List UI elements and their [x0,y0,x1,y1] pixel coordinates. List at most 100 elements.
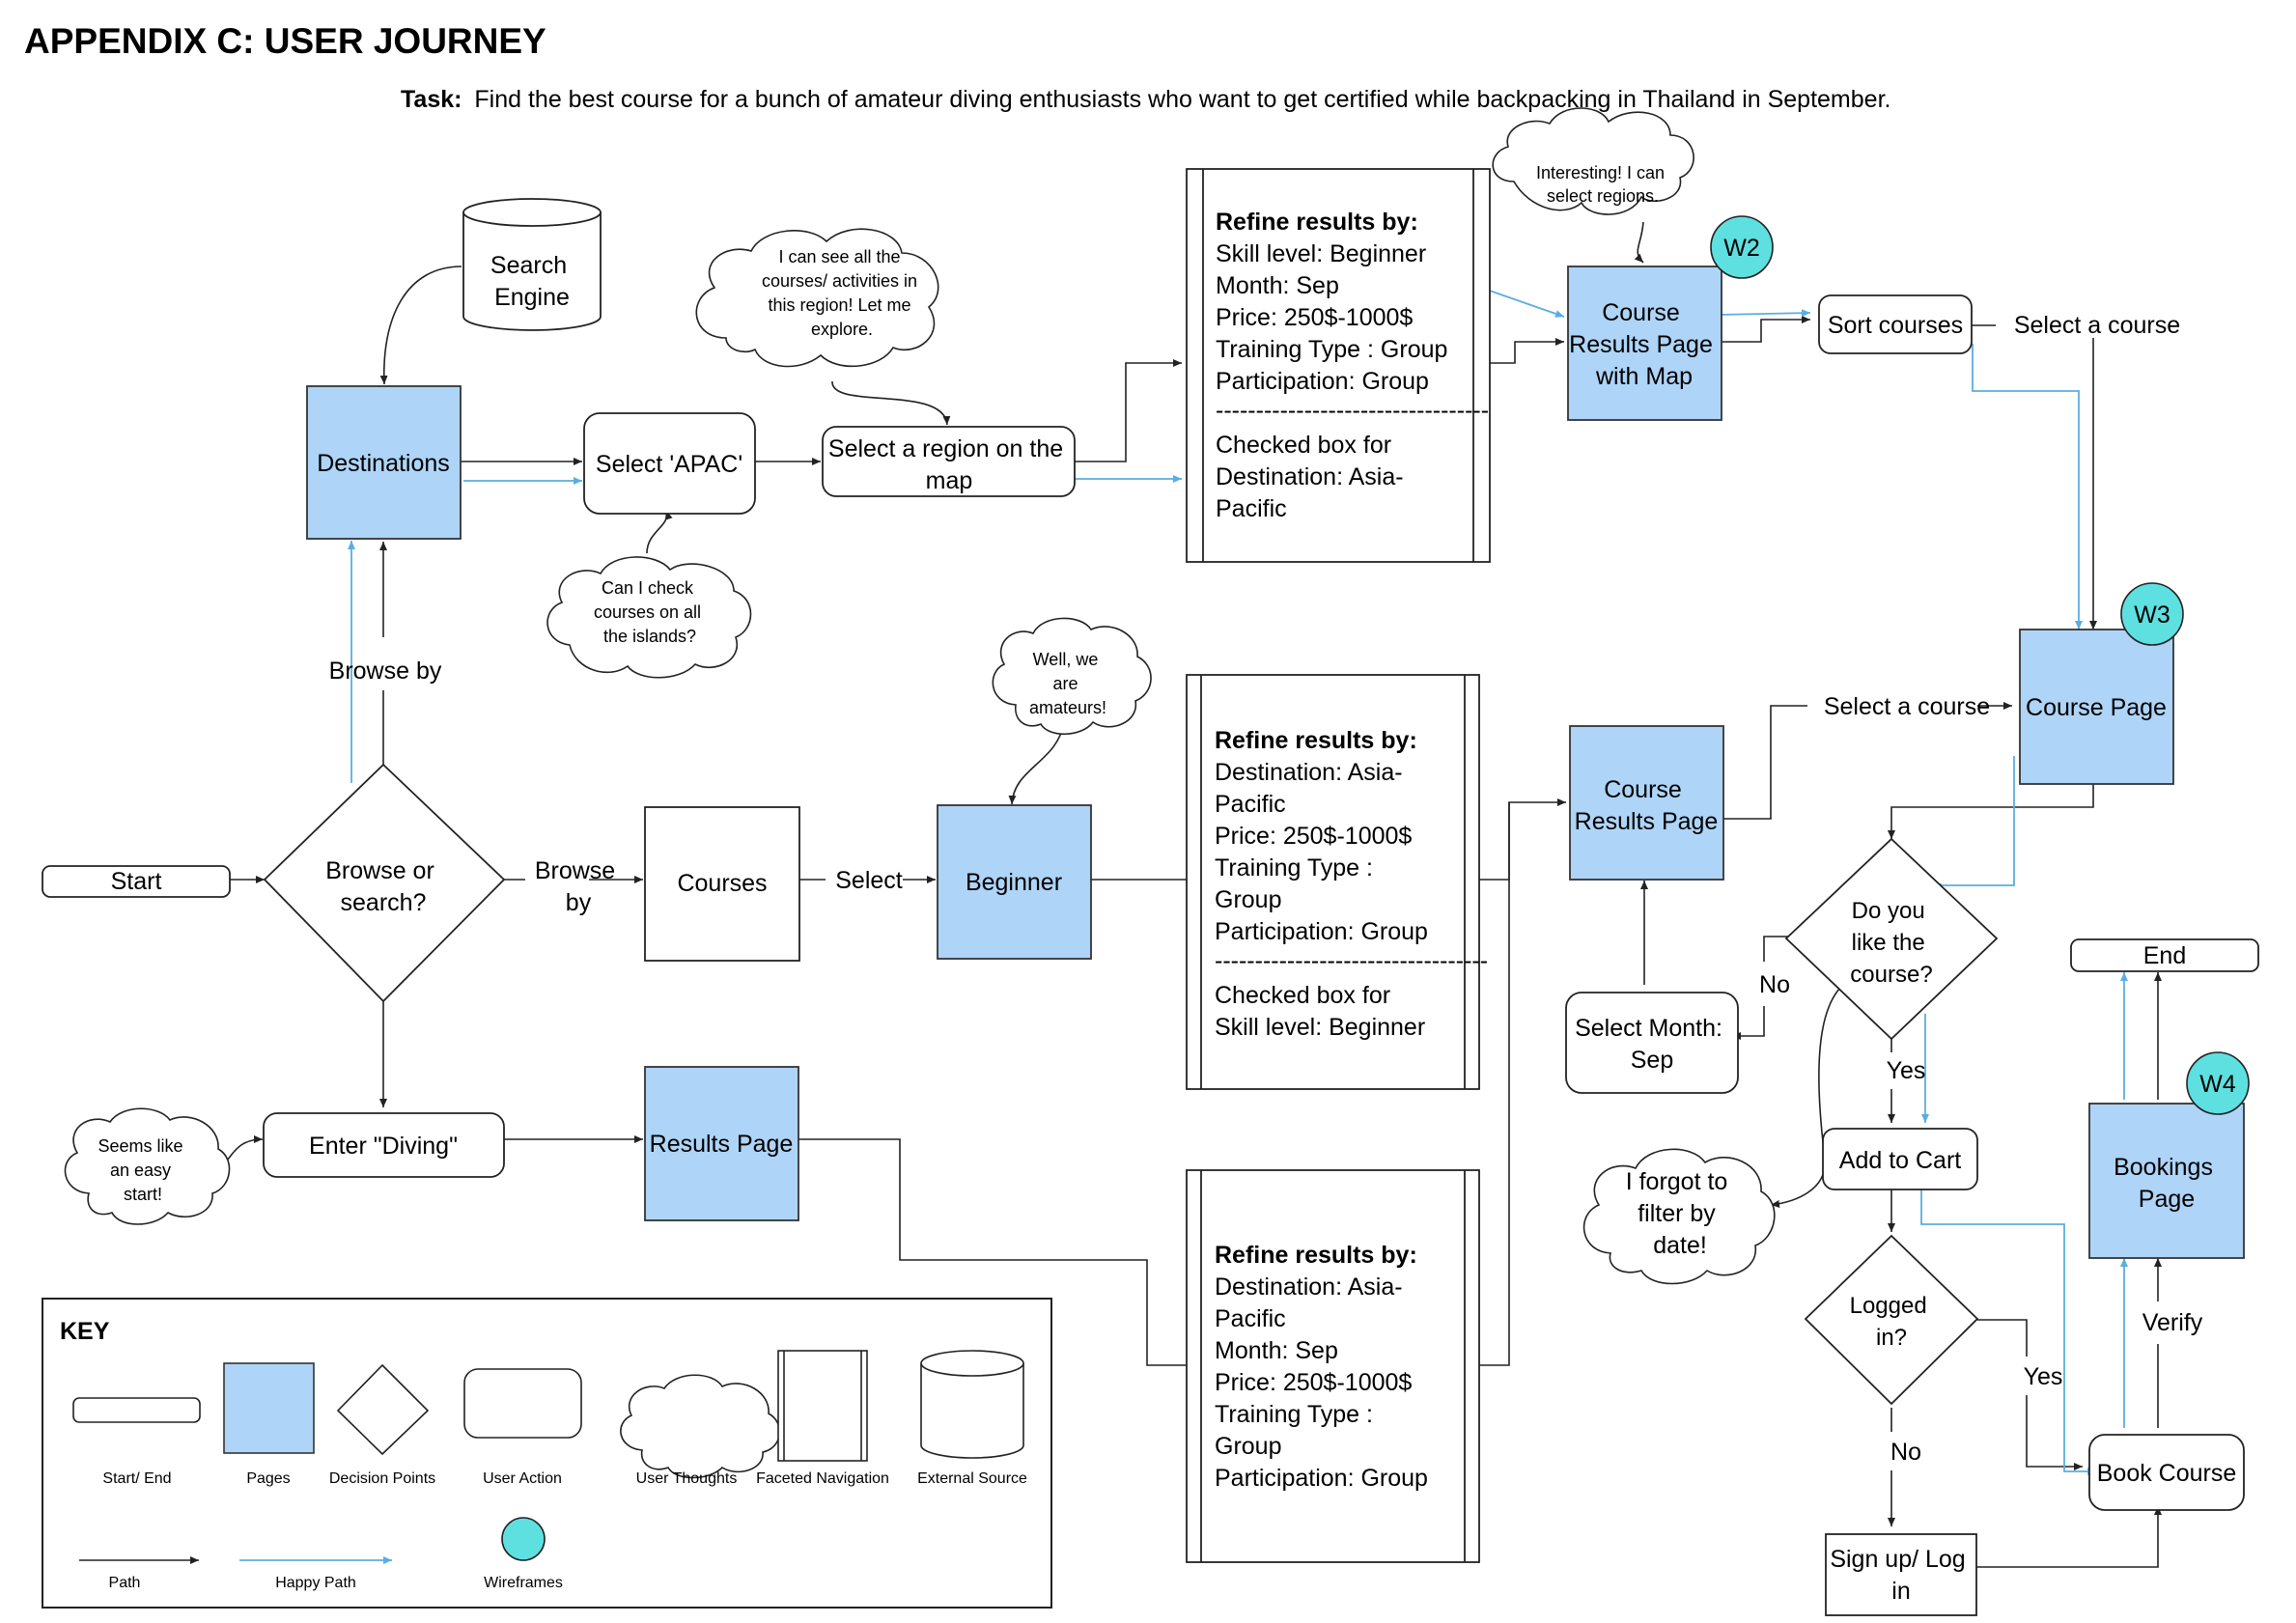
label-browse-by-top: Browse by [329,658,442,685]
decision-like-line3: course? [1850,962,1932,988]
facet-top-divider: ---------------------------------- [1216,397,1489,424]
thought-amateurs: Well, we are amateurs! [992,617,1152,735]
search-engine-source: Search Engine [462,198,602,331]
book-course-label: Book Course [2097,1460,2237,1487]
facet-top-line: Participation: Group [1216,368,1429,395]
facet-middle-heading: Refine results by: [1215,727,1417,754]
sort-courses-action[interactable]: Sort courses [1818,294,1973,354]
facet-middle-divider: ---------------------------------- [1215,947,1488,974]
select-apac-action[interactable]: Select 'APAC' [583,412,756,515]
facet-top-checked: Checked box for [1216,432,1391,459]
end-terminal[interactable]: End [2070,938,2259,972]
end-label: End [2143,942,2186,969]
svg-text:Interesting! I can selec: Interesting! I can select regions. [1536,163,1669,206]
task-text: Find the best course for a bunch of amat… [474,86,1890,113]
results-page-label: Results Page [650,1131,794,1158]
page-title: APPENDIX C: USER JOURNEY [24,21,546,61]
facet-top-line: Month: Sep [1216,272,1339,299]
add-to-cart-action[interactable]: Add to Cart [1822,1128,1978,1190]
svg-text:Select a region on the m: Select a region on the map [828,435,1070,494]
select-month-action[interactable]: Select Month: Sep [1565,992,1739,1094]
label-browse-by-mid: Browse [535,857,615,884]
svg-text:I forgot to filter by: I forgot to filter by date! [1626,1168,1735,1259]
decision-logged-line2: in? [1876,1325,1907,1351]
facet-top: Refine results by: Skill level: Beginner… [1186,168,1496,563]
legend-decision-points: Decision Points [329,1470,435,1487]
select-region-action[interactable]: Select a region on the map [822,426,1076,497]
select-region-line2: map [926,467,973,494]
decision-like-course[interactable]: Do you like the course? [1784,837,1999,1041]
svg-text:Can I check courses on a: Can I check courses on all the islands? [594,578,706,646]
courses-node[interactable]: Courses [644,806,800,962]
svg-text:Seems like an easy: Seems like an easy start! [98,1136,187,1204]
decision-browse-line2: search? [341,889,427,916]
facet-bottom-heading: Refine results by: [1215,1242,1417,1269]
book-course-action[interactable]: Book Course [2088,1434,2245,1511]
label-no-logged: No [1890,1439,1921,1466]
thought-see-all-line: I can see all the [778,247,900,266]
legend-wireframes: Wireframes [484,1575,563,1591]
wireframe-w2-label: W2 [1723,235,1760,262]
legend-external-source: External Source [917,1470,1027,1487]
destinations-label: Destinations [317,450,450,477]
label-select-a-course-top: Select a course [2014,312,2180,339]
thought-easy-start-line: an easy [110,1161,171,1180]
facet-top-line: Training Type : Group [1216,336,1447,363]
thought-see-all-line: courses/ activities in [762,271,917,291]
label-yes-like: Yes [1887,1057,1926,1084]
wireframe-w3[interactable]: W3 [2120,582,2184,646]
svg-text:Refine results by: Desti: Refine results by: Destination: Asia- Pa… [1215,727,1495,1041]
svg-text:I can see all the course: I can see all the courses/ activities in… [762,247,922,339]
results-page[interactable]: Results Page [644,1066,799,1221]
sort-courses-label: Sort courses [1828,312,1963,339]
course-page[interactable]: Course Page [2019,629,2174,785]
label-select: Select [835,867,903,894]
course-results-page[interactable]: Course Results Page [1569,725,1724,881]
sign-up-node[interactable]: Sign up/ Log in [1825,1533,1977,1616]
thought-easy-start-line: Seems like [98,1136,182,1156]
svg-text:Refine results by: Skill: Refine results by: Skill level: Beginner… [1216,209,1496,522]
svg-text:Browse or search?: Browse or search? [325,857,441,916]
decision-browse-line1: Browse or [325,857,434,884]
facet-bottom-line: Pacific [1215,1305,1286,1332]
label-yes-logged: Yes [2024,1363,2063,1390]
legend-user-action: User Action [483,1470,562,1487]
facet-middle-line: Participation: Group [1215,918,1428,945]
facet-top-heading: Refine results by: [1216,209,1418,236]
bookings-page[interactable]: Bookings Page [2088,1103,2245,1259]
course-results-page-with-map[interactable]: Course Results Page with Map [1567,266,1722,421]
course-page-label: Course Page [2026,694,2167,721]
task-label: Task: [401,86,462,113]
decision-browse-or-search[interactable]: Browse or search? [263,763,506,1003]
legend-faceted-navigation: Faceted Navigation [756,1470,889,1487]
edge-labels: Browse by Browse by Select Select a cour… [329,312,2203,1466]
svg-text:Select Month: Sep: Select Month: Sep [1575,1015,1729,1074]
select-region-line1: Select a region on the [828,435,1063,462]
facet-middle-line: Training Type : [1215,854,1373,881]
facet-bottom-line: Price: 250$-1000$ [1215,1369,1412,1396]
crm-line1: Course [1602,299,1680,326]
thought-forgot-line: filter by [1638,1200,1716,1227]
wireframe-w2[interactable]: W2 [1710,215,1774,279]
start-terminal[interactable]: Start [42,865,231,898]
legend-title: KEY [60,1318,110,1345]
beginner-page[interactable]: Beginner [937,804,1092,960]
facet-middle-checked: Checked box for [1215,982,1390,1009]
thought-amateurs-line: are [1052,674,1078,693]
thought-amateurs-line: amateurs! [1029,698,1106,717]
facet-top-line: Skill level: Beginner [1216,240,1426,267]
decision-like-line2: like the [1852,930,1925,956]
sign-up-line2: in [1891,1578,1910,1605]
svg-text:Do you like the co: Do you like the course? [1850,898,1932,988]
destinations-page[interactable]: Destinations [306,385,462,540]
crm-line3: with Map [1595,363,1693,390]
decision-logged-in[interactable]: Logged in? [1804,1234,1979,1406]
wireframe-w4[interactable]: W4 [2186,1051,2250,1115]
crp-line1: Course [1604,776,1682,803]
enter-diving-action[interactable]: Enter "Diving" [263,1112,505,1178]
label-no-like: No [1759,971,1790,998]
thought-regions-line: select regions. [1547,186,1659,206]
thought-regions-line: Interesting! I can [1536,163,1665,182]
label-verify: Verify [2142,1309,2203,1336]
